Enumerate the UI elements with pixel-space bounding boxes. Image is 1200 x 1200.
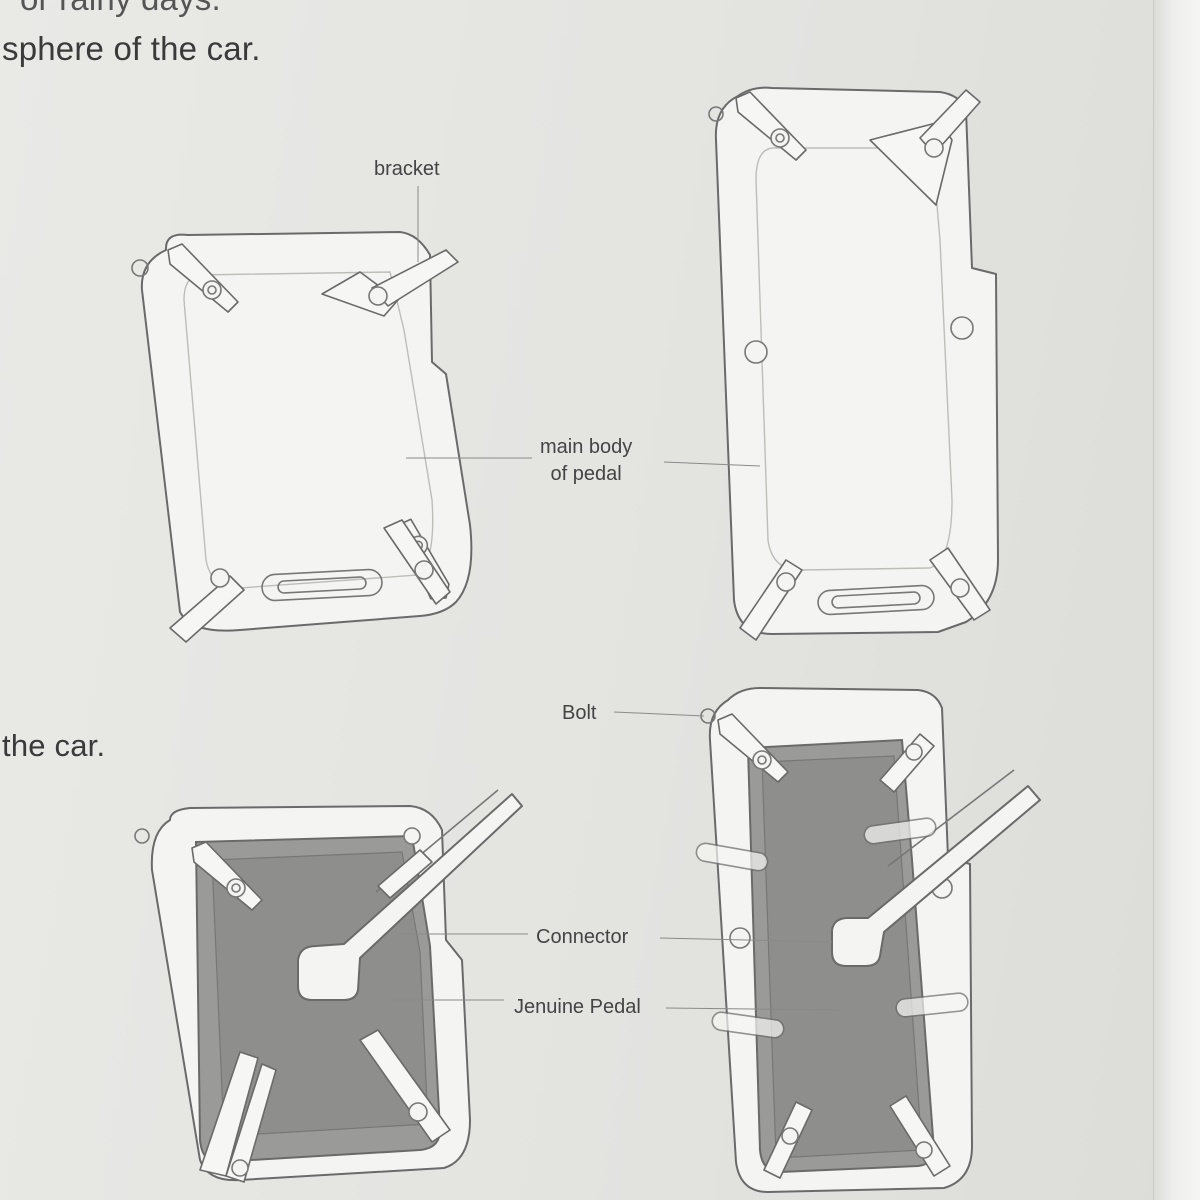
bolt-callout: Bolt bbox=[562, 700, 596, 727]
main-body-callout-line-1: main body bbox=[540, 434, 632, 461]
bolt-leader-line bbox=[614, 712, 704, 716]
main-body-callout: main body of pedal bbox=[540, 434, 632, 488]
genuine-pedal-callout: Jenuine Pedal bbox=[514, 994, 641, 1021]
main-body-callout-line-2: of pedal bbox=[540, 461, 632, 488]
bracket-callout: bracket bbox=[374, 156, 440, 183]
accelerator-pedal-pad bbox=[709, 88, 998, 634]
connector-callout: Connector bbox=[536, 924, 628, 951]
